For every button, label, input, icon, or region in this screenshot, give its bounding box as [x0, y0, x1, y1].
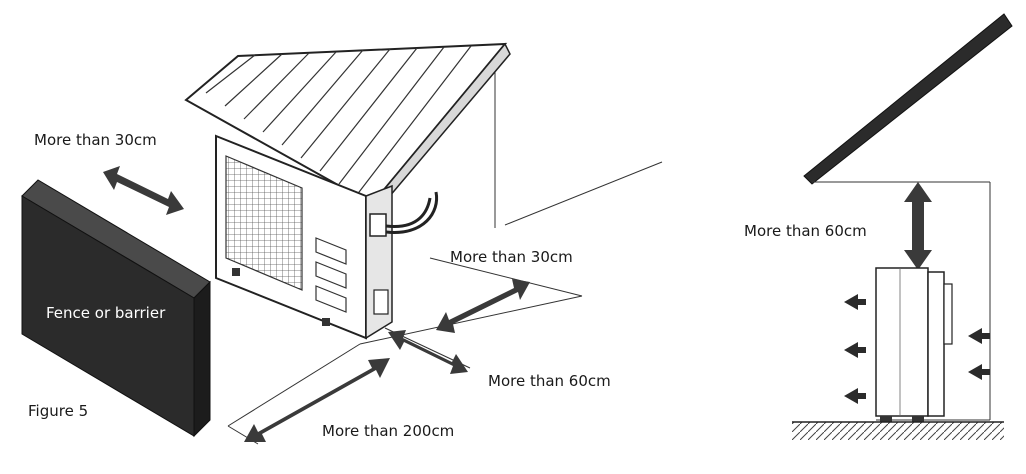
- ground-hatch: [792, 422, 1004, 440]
- front-clearance-label: More than 60cm: [488, 372, 611, 390]
- left-clearance-arrow: [103, 166, 184, 215]
- side-vents: [315, 237, 347, 313]
- long-clearance-label: More than 200cm: [322, 422, 454, 440]
- top-clearance-arrow: [904, 182, 932, 270]
- roof: [184, 42, 511, 212]
- left-clearance-label: More than 30cm: [34, 131, 157, 149]
- sloped-roof: [803, 13, 1013, 185]
- front-clearance-arrow: [388, 330, 468, 374]
- right-clearance-label: More than 30cm: [450, 248, 573, 266]
- pipe-connector: [369, 213, 387, 237]
- figure-label: Figure 5: [28, 402, 88, 420]
- airflow-in-icon: [968, 364, 990, 380]
- top-clearance-label: More than 60cm: [744, 222, 867, 240]
- airflow-out-icon: [844, 342, 866, 358]
- airflow-in-icon: [968, 328, 990, 344]
- long-clearance-arrow: [244, 358, 390, 442]
- left-illustration: More than 30cm More than 30cm More than …: [21, 42, 663, 445]
- airflow-out-icon: [844, 388, 866, 404]
- outdoor-unit: [215, 134, 439, 340]
- fan-grill: [225, 155, 303, 291]
- airflow-arrows: [844, 294, 990, 404]
- fence-barrier: [21, 179, 211, 438]
- airflow-out-icon: [844, 294, 866, 310]
- right-illustration: More than 60cm: [744, 13, 1013, 440]
- clearance-arrows: [103, 166, 530, 442]
- side-unit: [875, 267, 953, 422]
- barrier-label: Fence or barrier: [46, 304, 166, 322]
- pipe-lines: [385, 191, 439, 234]
- right-clearance-arrow: [436, 279, 530, 333]
